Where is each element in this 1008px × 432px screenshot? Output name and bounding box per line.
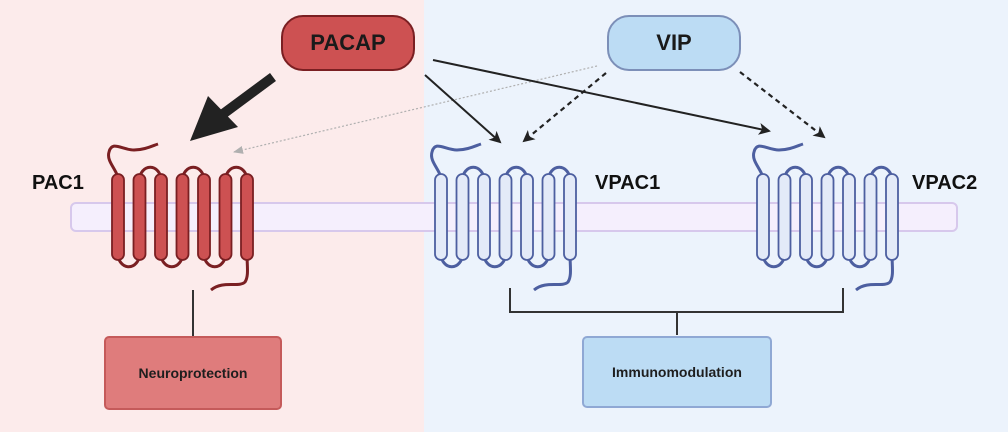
arrow-pacap-to-pac1 bbox=[190, 72, 276, 141]
transmembrane-helix bbox=[777, 173, 792, 261]
vpac1-label: VPAC1 bbox=[595, 172, 661, 194]
transmembrane-helix bbox=[820, 173, 835, 261]
c-terminal-tail bbox=[855, 253, 894, 292]
n-terminal-tail bbox=[107, 142, 159, 181]
n-terminal-tail bbox=[430, 142, 482, 181]
vpac2-label: VPAC2 bbox=[912, 172, 978, 194]
arrow-pacap-to-vpac2 bbox=[432, 59, 771, 135]
cell-membrane bbox=[70, 202, 958, 232]
arrow-vip-to-pac1 bbox=[233, 65, 598, 154]
transmembrane-helix bbox=[434, 173, 448, 261]
c-terminal-tail bbox=[533, 253, 572, 292]
transmembrane-helix bbox=[111, 173, 125, 261]
transmembrane-helix bbox=[477, 173, 491, 261]
transmembrane-helix bbox=[756, 173, 770, 261]
transmembrane-helix bbox=[863, 173, 878, 261]
neuroprotection-outcome-box: Neuroprotection bbox=[104, 336, 282, 410]
transmembrane-helix bbox=[498, 173, 513, 261]
vpac1-receptor bbox=[430, 142, 577, 292]
transmembrane-helix bbox=[240, 173, 254, 261]
pac1-receptor bbox=[107, 142, 254, 292]
vpac-outcome-bracket bbox=[509, 288, 844, 335]
transmembrane-helix bbox=[885, 173, 899, 261]
vip-ligand-node: VIP bbox=[607, 15, 741, 71]
transmembrane-helix bbox=[520, 173, 534, 261]
n-terminal-tail bbox=[752, 142, 804, 181]
transmembrane-helix bbox=[197, 173, 211, 261]
transmembrane-helix bbox=[132, 173, 147, 261]
c-terminal-tail bbox=[210, 253, 249, 292]
transmembrane-helix bbox=[175, 173, 190, 261]
transmembrane-helix bbox=[218, 173, 233, 261]
immunomodulation-outcome-box: Immunomodulation bbox=[582, 336, 772, 408]
arrow-pacap-to-vpac1 bbox=[424, 74, 502, 144]
transmembrane-helix bbox=[563, 173, 577, 261]
transmembrane-helix bbox=[455, 173, 470, 261]
transmembrane-helix bbox=[842, 173, 856, 261]
transmembrane-helix bbox=[799, 173, 813, 261]
pacap-ligand-node: PACAP bbox=[281, 15, 415, 71]
pac1-label: PAC1 bbox=[32, 172, 84, 194]
vpac2-receptor bbox=[752, 142, 899, 292]
transmembrane-helix bbox=[154, 173, 168, 261]
transmembrane-helix bbox=[541, 173, 556, 261]
arrow-vip-to-vpac1 bbox=[522, 72, 607, 143]
